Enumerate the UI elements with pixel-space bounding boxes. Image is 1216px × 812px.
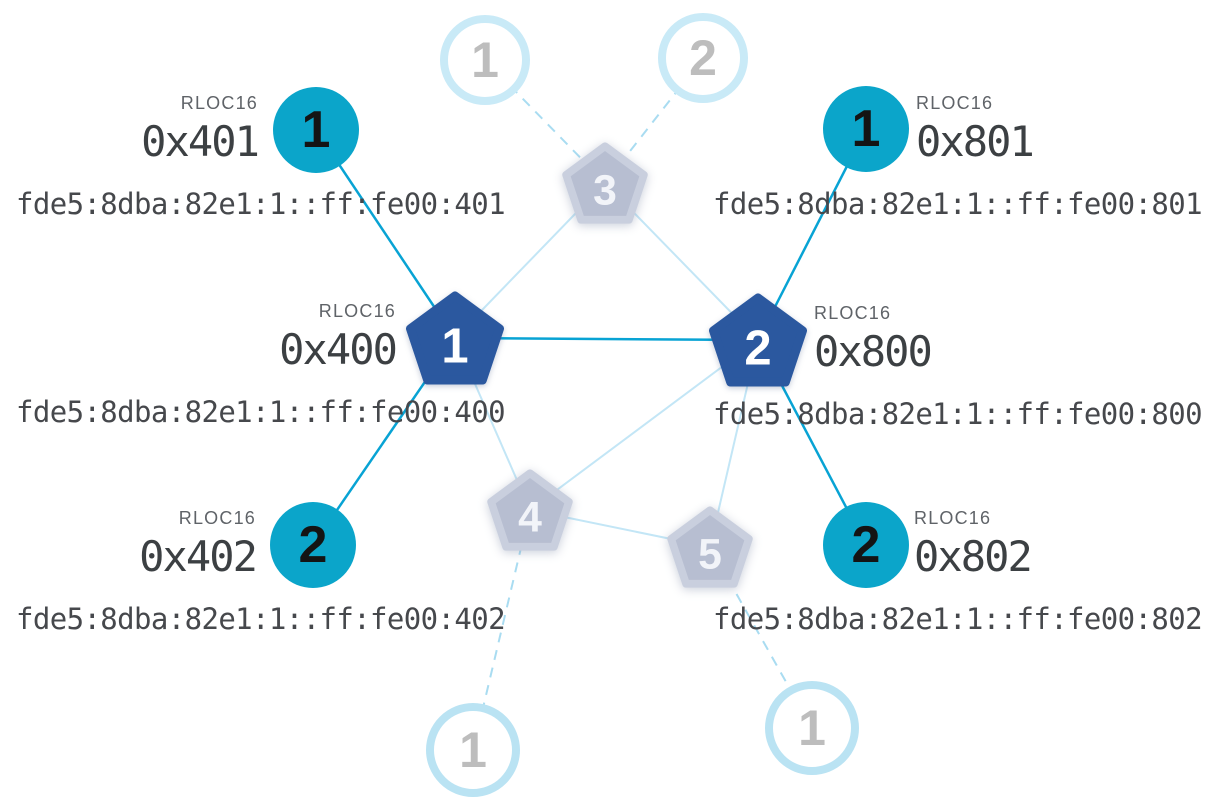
node-router-4[interactable]: 4 — [487, 469, 573, 551]
router-pentagon-icon: 1 — [406, 291, 504, 385]
router-pentagon-icon: 4 — [487, 469, 573, 551]
node-number: 2 — [851, 516, 881, 574]
node-sleepy-child-bottom-left[interactable]: 1 — [426, 703, 520, 797]
rloc16-label-router-1: RLOC16 — [318, 301, 396, 321]
node-number: 3 — [593, 166, 617, 214]
ipv6-child-801: fde5:8dba:82e1:1::ff:fe00:801 — [713, 187, 1203, 221]
node-router-2[interactable]: 2 — [709, 293, 807, 387]
node-child-801[interactable]: 1 — [823, 86, 909, 172]
node-number: 1 — [441, 319, 468, 373]
node-number: 1 — [851, 100, 881, 158]
link-router2-router4 — [529, 339, 759, 511]
rloc16-value-child-401: 0x401 — [141, 117, 260, 166]
node-child-802[interactable]: 2 — [823, 502, 909, 588]
pentagon-shape — [562, 142, 648, 224]
node-number: 1 — [798, 700, 826, 756]
node-number: 1 — [459, 722, 487, 778]
node-sleepy-child-top-1[interactable]: 1 — [440, 15, 530, 105]
rloc16-label-child-402: RLOC16 — [178, 508, 256, 528]
node-child-401[interactable]: 1 — [273, 87, 359, 173]
node-number: 5 — [698, 530, 722, 578]
ipv6-router-2: fde5:8dba:82e1:1::ff:fe00:800 — [713, 397, 1203, 431]
ipv6-child-401: fde5:8dba:82e1:1::ff:fe00:401 — [16, 187, 506, 221]
node-child-402[interactable]: 2 — [270, 502, 356, 588]
rloc16-value-child-802: 0x802 — [914, 532, 1033, 581]
pentagon-shape — [406, 291, 504, 385]
node-number: 1 — [301, 101, 331, 159]
rloc16-value-child-801: 0x801 — [916, 117, 1035, 166]
node-number: 2 — [298, 516, 328, 574]
rloc16-label-router-2: RLOC16 — [814, 303, 892, 323]
node-number: 2 — [744, 321, 771, 375]
pentagon-shape — [667, 506, 753, 588]
rloc16-value-child-402: 0x402 — [139, 532, 258, 581]
router-pentagon-icon: 2 — [709, 293, 807, 387]
node-number: 4 — [518, 493, 542, 541]
rloc16-value-router-1: 0x400 — [279, 325, 398, 374]
node-router-5[interactable]: 5 — [667, 506, 753, 588]
link-router1-router2 — [454, 336, 759, 342]
rloc16-label-child-802: RLOC16 — [914, 508, 992, 528]
rloc16-label-child-401: RLOC16 — [180, 93, 258, 113]
router-pentagon-icon: 3 — [562, 142, 648, 224]
pentagon-shape — [709, 293, 807, 387]
ipv6-child-802: fde5:8dba:82e1:1::ff:fe00:802 — [713, 602, 1203, 636]
pentagon-shape — [487, 469, 573, 551]
node-number: 1 — [471, 32, 499, 88]
rloc16-value-router-2: 0x800 — [814, 327, 933, 376]
node-sleepy-child-bottom-right[interactable]: 1 — [765, 681, 859, 775]
node-router-1[interactable]: 1 — [406, 291, 504, 385]
ipv6-router-1: fde5:8dba:82e1:1::ff:fe00:400 — [16, 395, 506, 429]
node-router-3[interactable]: 3 — [562, 142, 648, 224]
rloc16-label-child-801: RLOC16 — [916, 93, 994, 113]
node-sleepy-child-top-2[interactable]: 2 — [658, 13, 748, 103]
router-pentagon-icon: 5 — [667, 506, 753, 588]
node-number: 2 — [689, 30, 717, 86]
ipv6-child-402: fde5:8dba:82e1:1::ff:fe00:402 — [16, 602, 506, 636]
